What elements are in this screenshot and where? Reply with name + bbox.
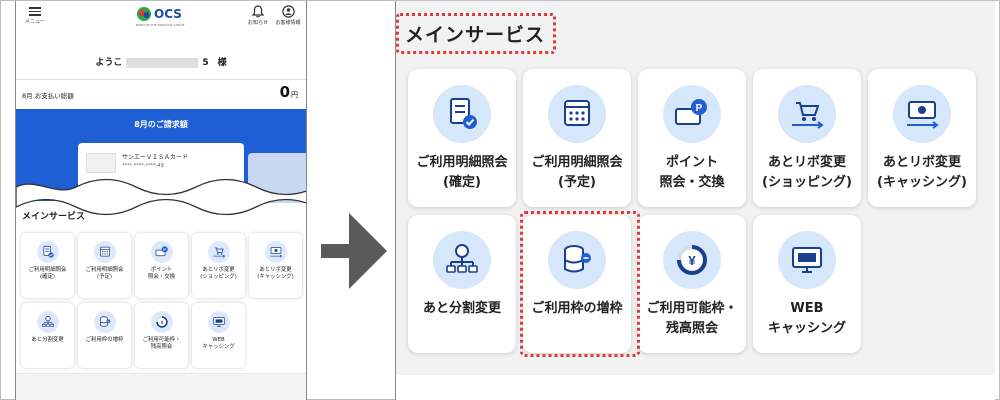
service-label: あとリボ変更 (ショッピング) bbox=[762, 155, 852, 190]
name-mask bbox=[126, 57, 199, 68]
service-tile[interactable]: P ポイント 照会・交換 bbox=[135, 233, 188, 298]
cash-icon bbox=[893, 85, 951, 143]
service-label: あとリボ変更 (キャッシング) bbox=[257, 267, 294, 280]
divider bbox=[16, 79, 306, 80]
svg-text:¥: ¥ bbox=[160, 320, 163, 326]
svg-text:P: P bbox=[696, 103, 703, 114]
calendar-icon bbox=[548, 85, 606, 143]
service-label: あと分割変更 bbox=[422, 301, 501, 316]
billing-title: 8月のご請求額 bbox=[134, 120, 188, 129]
service-tile[interactable]: あとリボ変更 (キャッシング) bbox=[249, 233, 302, 298]
service-tile[interactable]: ご利用明細照会 (確定) bbox=[408, 69, 516, 207]
shopping-cart-icon bbox=[207, 241, 230, 263]
menu-button[interactable]: メニュー bbox=[22, 5, 48, 25]
svg-text:¥: ¥ bbox=[688, 253, 696, 268]
service-label: WEB キャッシング bbox=[767, 301, 846, 336]
user-icon bbox=[281, 5, 295, 18]
service-tile[interactable]: WEB キャッシング bbox=[753, 215, 861, 353]
service-tile[interactable]: あとリボ変更 (ショッピング) bbox=[192, 233, 245, 298]
card-image bbox=[86, 153, 116, 173]
service-label: ご利用枠の増枠 bbox=[531, 301, 623, 316]
service-label: あとリボ変更 (キャッシング) bbox=[877, 155, 967, 190]
payment-label: 8月 お支払い総額 bbox=[22, 92, 74, 100]
service-tile[interactable]: ¥ ご利用可能枠・ 残高照会 bbox=[638, 215, 746, 353]
yen-gauge-icon: ¥ bbox=[150, 311, 173, 333]
welcome-suffix: 5 様 bbox=[202, 58, 227, 68]
shopping-cart-icon bbox=[778, 85, 836, 143]
service-tile[interactable]: あと分割変更 bbox=[408, 215, 516, 353]
service-tile-highlighted[interactable]: ご利用枠の増枠 bbox=[523, 215, 631, 353]
web-cashing-icon bbox=[778, 231, 836, 289]
service-tile[interactable]: あとリボ変更 (キャッシング) bbox=[868, 69, 976, 207]
bell-icon bbox=[252, 5, 264, 18]
card-name: サンエーＶＩＳＡカード bbox=[122, 154, 189, 161]
customer-label: お客様情報 bbox=[275, 20, 301, 26]
service-label: あと分割変更 bbox=[31, 337, 64, 343]
app-header: メニュー OCS BORN OF THE SPACIOUS GROUP お知らせ bbox=[16, 1, 306, 35]
service-tile[interactable]: WEB キャッシング bbox=[192, 303, 245, 368]
service-label: あとリボ変更 (ショッピング) bbox=[200, 267, 237, 280]
right-arrow-icon bbox=[321, 213, 387, 289]
calendar-icon bbox=[93, 241, 116, 263]
service-tile[interactable]: ご利用明細照会 (予定) bbox=[78, 233, 131, 298]
notice-label: お知らせ bbox=[248, 20, 268, 26]
service-tile[interactable]: あとリボ変更 (ショッピング) bbox=[753, 69, 861, 207]
notice-button[interactable]: お知らせ bbox=[244, 5, 272, 26]
split-payment-icon bbox=[433, 231, 491, 289]
service-label: ご利用明細照会 (予定) bbox=[531, 155, 623, 190]
bottom-area bbox=[16, 373, 306, 400]
customer-info-button[interactable]: お客様情報 bbox=[274, 5, 302, 26]
service-label: ご利用明細照会 (予定) bbox=[85, 267, 124, 280]
service-tile[interactable]: ¥ ご利用可能枠・ 残高照会 bbox=[135, 303, 188, 368]
panel-footer bbox=[396, 375, 995, 400]
zoomed-service-panel: メインサービス ご利用明細照会 (確定) ご利用明細照会 (予定) P ポイント… bbox=[395, 1, 995, 400]
torn-edge-divider bbox=[16, 178, 306, 216]
payment-summary: 8月 お支払い総額 0円 bbox=[16, 83, 306, 105]
statement-confirmed-icon bbox=[36, 241, 59, 263]
web-cashing-icon bbox=[207, 311, 230, 333]
service-label: ご利用可能枠・ 残高照会 bbox=[646, 301, 738, 336]
payment-amount: 0円 bbox=[279, 83, 298, 101]
points-card-icon: P bbox=[150, 241, 173, 263]
service-label: ご利用明細照会 (確定) bbox=[416, 155, 508, 190]
svg-text:P: P bbox=[163, 248, 166, 252]
limit-increase-icon bbox=[93, 311, 116, 333]
welcome-message: ようこ 5 様 bbox=[16, 55, 306, 68]
service-tile[interactable]: あと分割変更 bbox=[21, 303, 74, 368]
service-tile[interactable]: P ポイント 照会・交換 bbox=[638, 69, 746, 207]
service-label: ご利用枠の増枠 bbox=[85, 337, 124, 343]
service-label: ご利用可能枠・ 残高照会 bbox=[142, 337, 181, 350]
service-tile[interactable]: ご利用枠の増枠 bbox=[78, 303, 131, 368]
welcome-prefix: ようこ bbox=[95, 58, 123, 68]
highlight-box bbox=[520, 211, 640, 357]
logo-tagline: BORN OF THE SPACIOUS GROUP bbox=[136, 23, 185, 27]
service-label: ポイント 照会・交換 bbox=[148, 267, 175, 280]
section-title: メインサービス bbox=[396, 13, 557, 54]
service-tile[interactable]: ご利用明細照会 (予定) bbox=[523, 69, 631, 207]
card-number: ****-****-****-49 bbox=[122, 163, 164, 169]
service-label: WEB キャッシング bbox=[202, 337, 235, 350]
statement-confirmed-icon bbox=[433, 85, 491, 143]
service-tile[interactable]: ご利用明細照会 (確定) bbox=[21, 233, 74, 298]
logo-text: OCS bbox=[154, 7, 182, 21]
ocs-logo[interactable]: OCS BORN OF THE SPACIOUS GROUP bbox=[134, 6, 194, 28]
points-card-icon: P bbox=[663, 85, 721, 143]
split-payment-icon bbox=[36, 311, 59, 333]
limit-increase-icon bbox=[548, 231, 606, 289]
yen-gauge-icon: ¥ bbox=[663, 231, 721, 289]
menu-label: メニュー bbox=[24, 18, 45, 25]
section-title: メインサービス bbox=[22, 212, 86, 222]
phone-screen: メニュー OCS BORN OF THE SPACIOUS GROUP お知らせ bbox=[15, 1, 307, 400]
cash-icon bbox=[264, 241, 287, 263]
service-label: ポイント 照会・交換 bbox=[659, 155, 725, 190]
service-label: ご利用明細照会 (確定) bbox=[28, 267, 67, 280]
hamburger-icon bbox=[22, 7, 48, 16]
logo-mark-icon bbox=[137, 7, 151, 21]
